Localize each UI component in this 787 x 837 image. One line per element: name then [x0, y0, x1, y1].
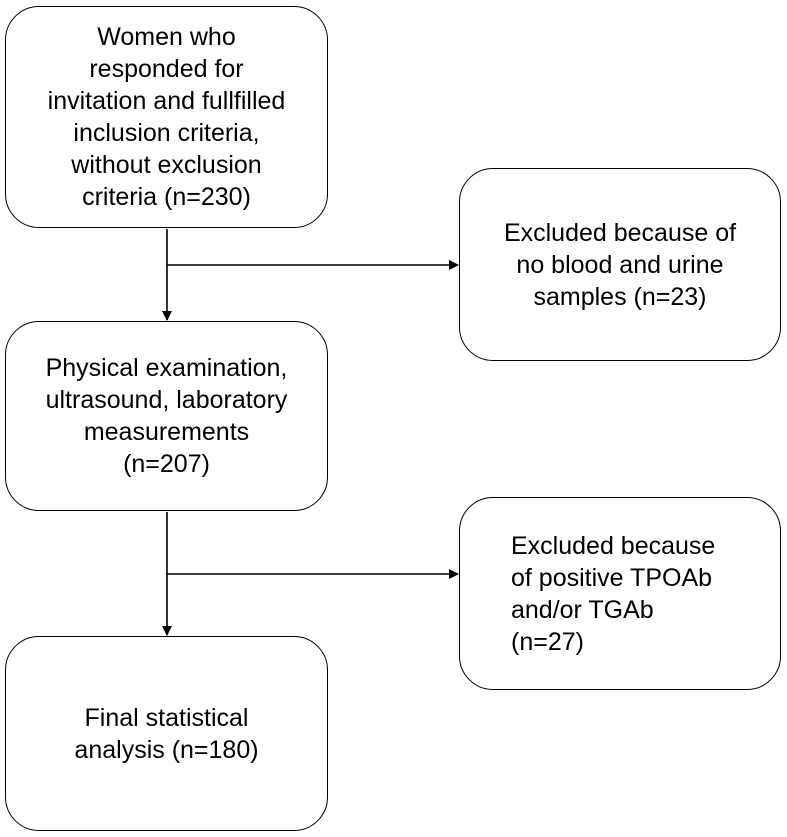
- exclusion-box-1: Excluded because of no blood and urine s…: [459, 168, 781, 361]
- final-box: Final statistical analysis (n=180): [5, 636, 328, 831]
- exclusion-box-1-text: Excluded because of no blood and urine s…: [503, 218, 737, 311]
- examination-box-text: Physical examination, ultrasound, labora…: [45, 354, 288, 478]
- exclusion-box-2-text: Excluded because of positive TPOAb and/o…: [511, 531, 716, 656]
- start-box: Women who responded for invitation and f…: [5, 6, 328, 228]
- exclusion-box-2: Excluded because of positive TPOAb and/o…: [459, 497, 781, 690]
- examination-box: Physical examination, ultrasound, labora…: [5, 321, 328, 511]
- final-box-text: Final statistical analysis (n=180): [74, 703, 259, 764]
- start-box-text: Women who responded for invitation and f…: [47, 23, 286, 211]
